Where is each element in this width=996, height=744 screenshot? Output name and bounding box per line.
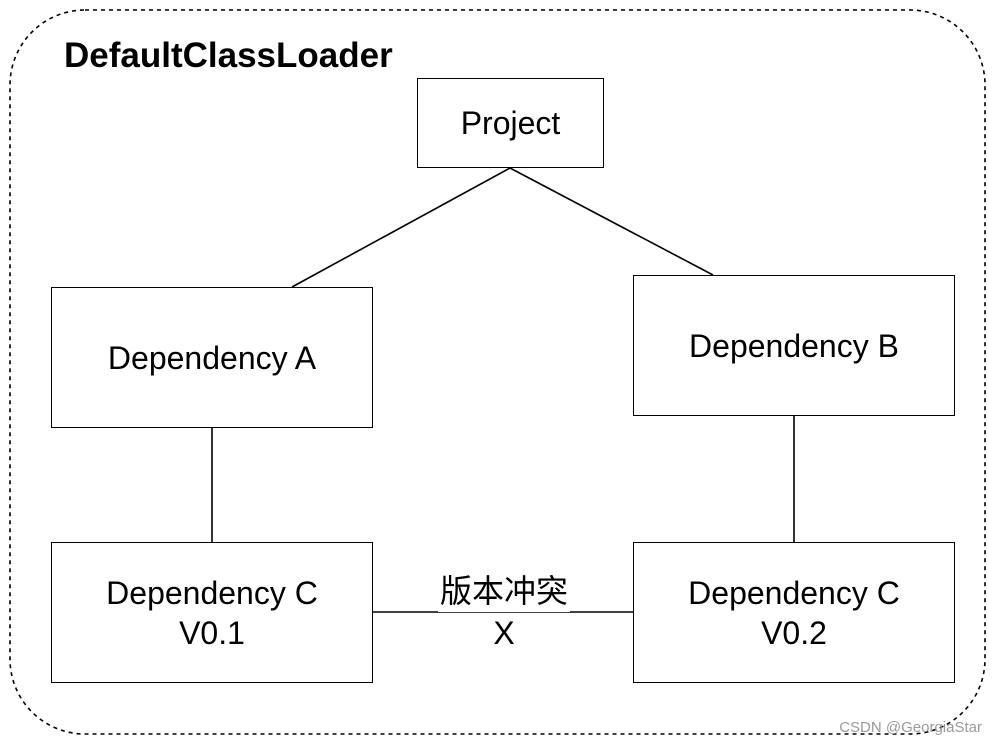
watermark: CSDN @GeorgiaStar (839, 719, 982, 736)
dependency-a-label: Dependency A (107, 339, 317, 376)
conflict-x-mark: X (493, 615, 515, 651)
project-label: Project (460, 105, 561, 141)
dependency-c-v02-version: V0.2 (761, 614, 827, 651)
version-conflict-text: 版本冲突 (437, 570, 570, 612)
edge-project-dep-a (291, 167, 511, 288)
dependency-c-v01-version: V0.1 (179, 614, 245, 651)
dependency-c-v01-name: Dependency C (106, 574, 318, 611)
classloader-title: DefaultClassLoader (64, 36, 393, 75)
dependency-c-v01-node: Dependency C V0.1 (51, 542, 373, 683)
edge-project-dep-b (509, 167, 714, 276)
version-conflict-label: 版本冲突 X (408, 570, 600, 654)
dependency-b-label: Dependency B (689, 327, 899, 364)
dependency-b-node: Dependency B (633, 275, 955, 416)
dependency-c-v02-node: Dependency C V0.2 (633, 542, 955, 683)
project-node: Project (417, 78, 604, 168)
dependency-c-v02-name: Dependency C (688, 574, 900, 611)
dependency-a-node: Dependency A (51, 287, 373, 428)
